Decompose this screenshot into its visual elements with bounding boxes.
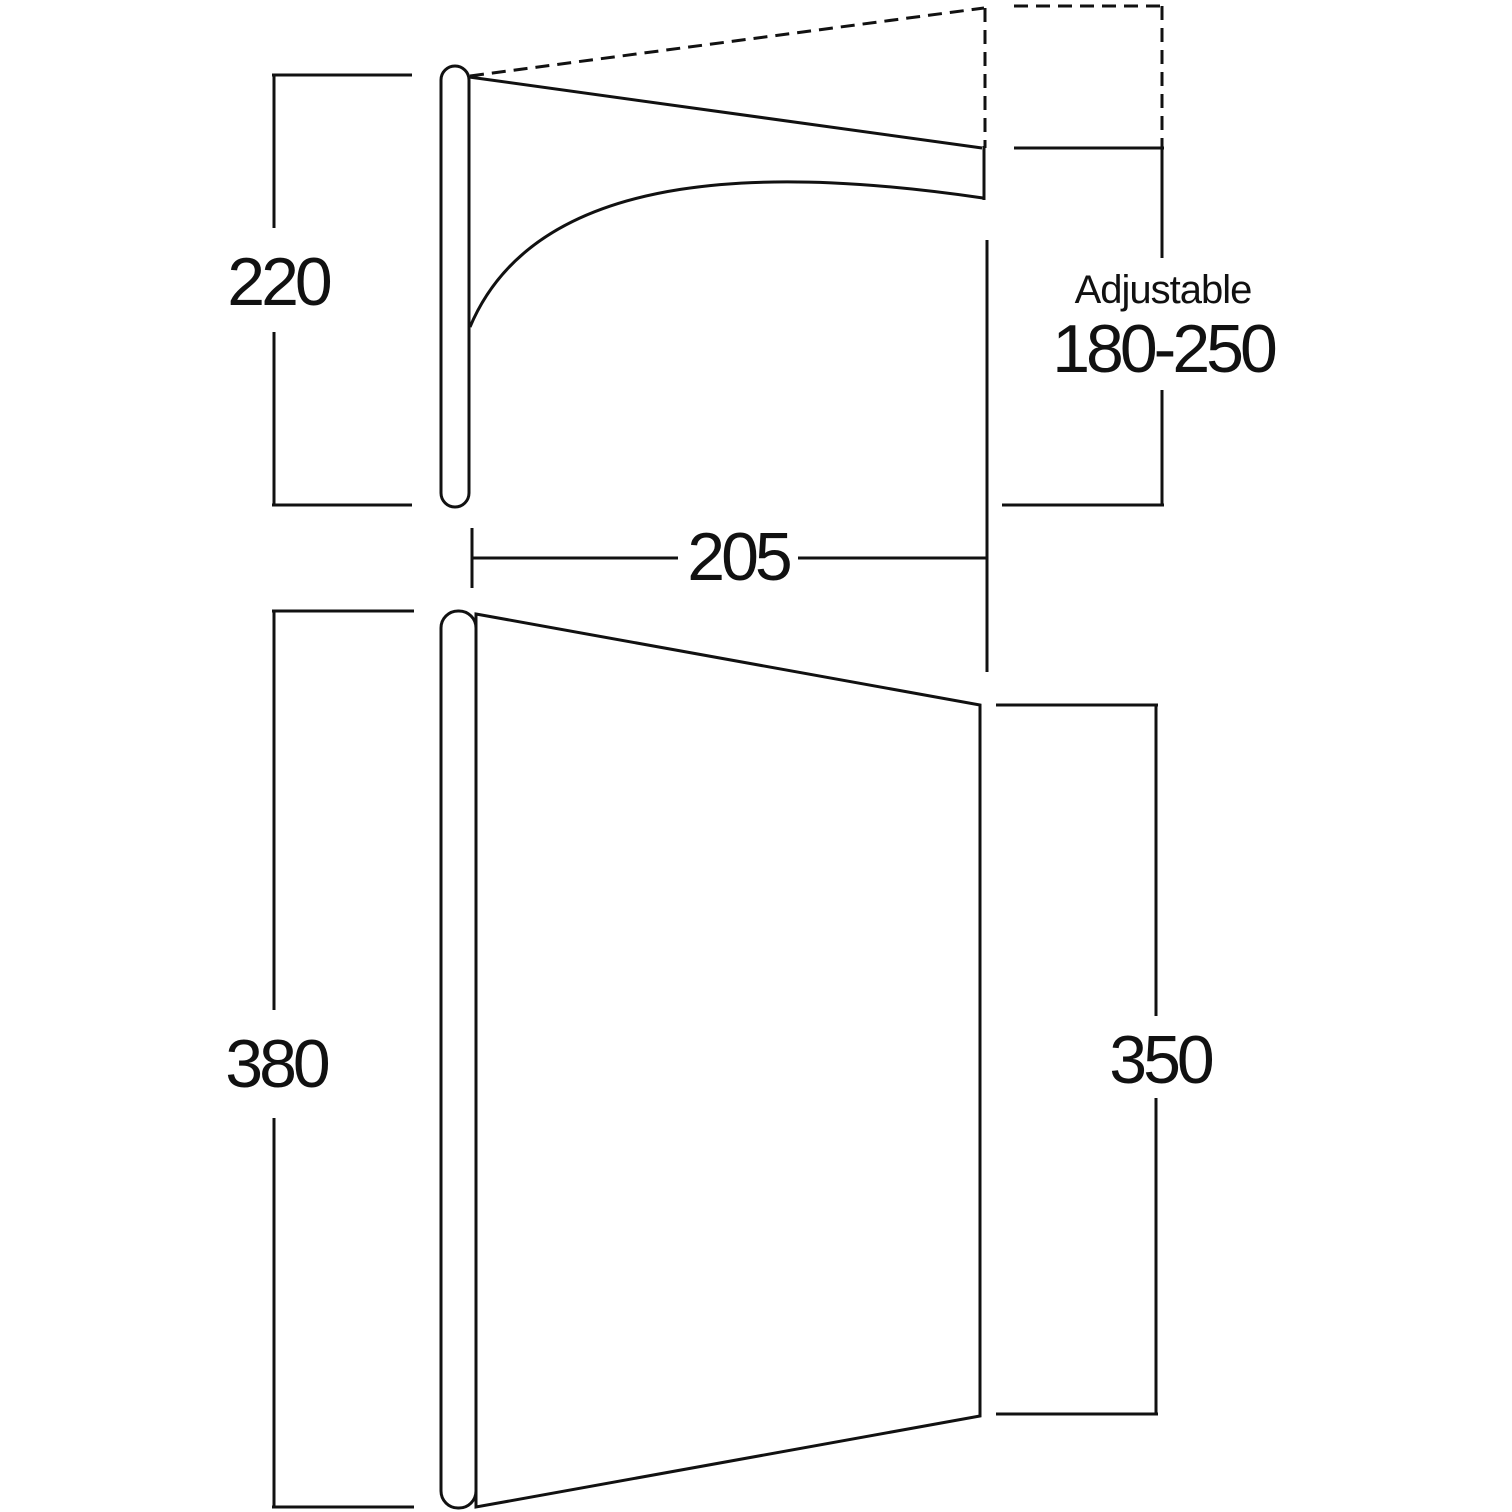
front-view xyxy=(439,609,982,1510)
dim-380-label: 380 xyxy=(225,1026,329,1102)
side-view-arm-top-edge xyxy=(468,75,983,150)
dim-adjustable-range: 180-250 xyxy=(1052,311,1276,387)
dimension-front-front-height: 350 xyxy=(996,703,1217,1416)
dimension-front-back-height: 380 xyxy=(225,609,414,1509)
dimension-side-height: 220 xyxy=(227,73,412,507)
dimension-adjustable: Adjustable 180-250 xyxy=(1002,4,1280,507)
side-view-wall-plate xyxy=(439,64,471,509)
dim-adjustable-label: Adjustable xyxy=(1075,268,1252,312)
side-view-arm-curve xyxy=(468,180,984,328)
dimension-projection: 205 xyxy=(470,240,989,672)
dim-205-label: 205 xyxy=(687,519,790,595)
dim-350-label: 350 xyxy=(1109,1022,1213,1098)
front-view-wall-plate xyxy=(439,609,478,1510)
front-view-shade-panel xyxy=(474,612,982,1509)
side-view xyxy=(439,6,987,509)
side-view-adjustable-top-dashed xyxy=(469,6,985,78)
dim-220-label: 220 xyxy=(227,244,331,320)
